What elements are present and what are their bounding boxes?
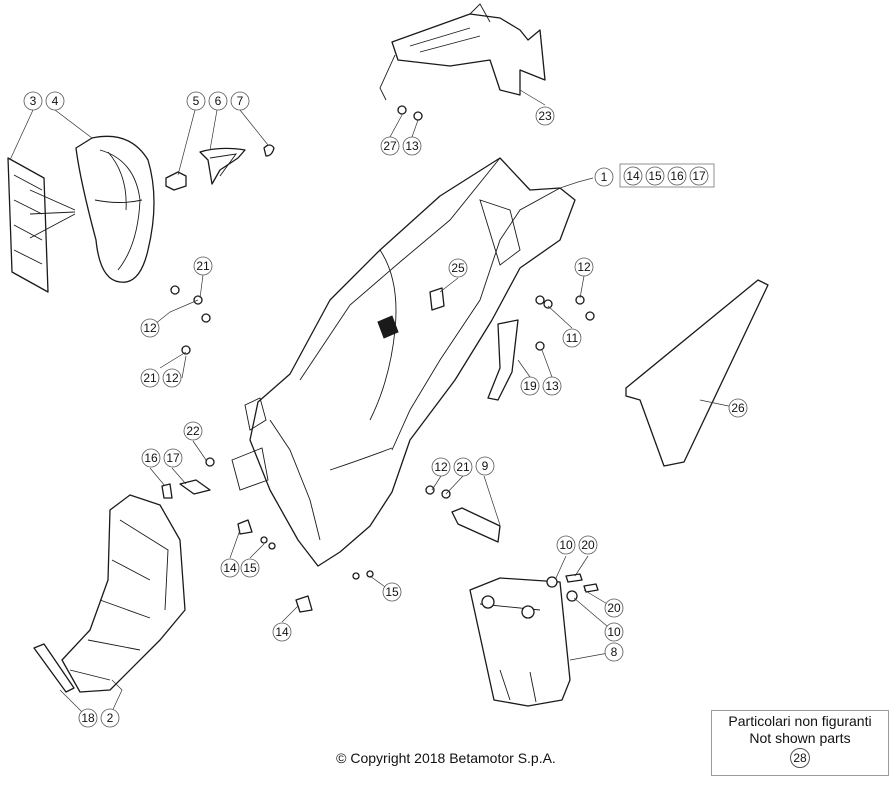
callout-7-label: 7 <box>237 94 244 108</box>
callout-25: 25 <box>448 258 468 278</box>
callout-18-label: 18 <box>81 711 95 725</box>
callout-14-b-label: 14 <box>275 625 289 639</box>
callout-7: 7 <box>230 91 250 111</box>
callout-6-label: 6 <box>215 94 222 108</box>
callout-20-a: 20 <box>578 535 598 555</box>
callout-12-d-label: 12 <box>434 460 448 474</box>
callout-23: 23 <box>535 106 555 126</box>
number-plate-assembly <box>7 135 155 293</box>
callout-22: 22 <box>183 421 203 441</box>
callout-17-b-label: 17 <box>692 169 706 183</box>
callout-13-b-label: 13 <box>545 379 559 393</box>
callout-14-c: 14 <box>623 166 643 186</box>
callout-25-label: 25 <box>451 261 465 275</box>
callout-3: 3 <box>23 91 43 111</box>
callout-12-d: 12 <box>431 457 451 477</box>
side-number-board <box>625 279 769 467</box>
callout-12-c-label: 12 <box>577 260 591 274</box>
callout-9: 9 <box>475 456 495 476</box>
callout-group-box <box>619 163 715 188</box>
callout-26: 26 <box>728 398 748 418</box>
callout-17-a-label: 17 <box>166 451 180 465</box>
callout-23-label: 23 <box>538 109 552 123</box>
filter-bellows <box>33 494 186 693</box>
copyright-notice: © Copyright 2018 Betamotor S.p.A. <box>336 750 556 766</box>
callout-20-a-label: 20 <box>581 538 595 552</box>
callout-16-a-label: 16 <box>144 451 158 465</box>
callout-14-a: 14 <box>220 558 240 578</box>
callout-13-a: 13 <box>402 136 422 156</box>
clip-parts <box>165 144 275 191</box>
callout-21-c: 21 <box>453 457 473 477</box>
callout-21-b-label: 21 <box>143 371 157 385</box>
callout-10-b-label: 10 <box>607 625 621 639</box>
callout-19-label: 19 <box>523 379 537 393</box>
callout-6: 6 <box>208 91 228 111</box>
callout-11-label: 11 <box>566 331 579 345</box>
callout-15-c-label: 15 <box>648 169 662 183</box>
callout-5-label: 5 <box>193 94 200 108</box>
callout-16-b-label: 16 <box>670 169 684 183</box>
callout-9-label: 9 <box>482 459 489 473</box>
callout-26-label: 26 <box>731 401 745 415</box>
callout-12-b: 12 <box>162 368 182 388</box>
callout-20-b: 20 <box>604 598 624 618</box>
callout-1-label: 1 <box>601 170 608 184</box>
callout-4-label: 4 <box>52 94 59 108</box>
callout-21-a: 21 <box>193 256 213 276</box>
callout-2-label: 2 <box>107 711 114 725</box>
callout-15-b: 15 <box>382 582 402 602</box>
callout-10-a: 10 <box>556 535 576 555</box>
callout-3-label: 3 <box>30 94 37 108</box>
callout-22-label: 22 <box>186 424 200 438</box>
callout-4: 4 <box>45 91 65 111</box>
callout-27-label: 27 <box>383 139 397 153</box>
callout-8: 8 <box>604 642 624 662</box>
callout-14-b: 14 <box>272 622 292 642</box>
not-shown-parts-box: Particolari non figuranti Not shown part… <box>711 710 889 776</box>
callout-14-a-label: 14 <box>223 561 237 575</box>
airbox-side-panel <box>231 157 576 567</box>
callout-17-a: 17 <box>163 448 183 468</box>
callout-21-a-label: 21 <box>196 259 210 273</box>
callout-10-b: 10 <box>604 622 624 642</box>
callout-21-c-label: 21 <box>456 460 470 474</box>
callout-13-b: 13 <box>542 376 562 396</box>
callout-19: 19 <box>520 376 540 396</box>
callout-15-b-label: 15 <box>385 585 399 599</box>
callout-8-label: 8 <box>611 645 618 659</box>
callout-16-a: 16 <box>141 448 161 468</box>
callout-1: 1 <box>594 167 614 187</box>
callout-12-a-label: 12 <box>143 321 157 335</box>
callout-13-a-label: 13 <box>405 139 419 153</box>
not-shown-italian: Particolari non figuranti <box>728 713 872 729</box>
callout-11: 11 <box>562 328 582 348</box>
exhaust-guard <box>469 577 571 707</box>
callout-10-a-label: 10 <box>559 538 573 552</box>
callout-12-c: 12 <box>574 257 594 277</box>
callout-12-b-label: 12 <box>165 371 179 385</box>
callout-15-c: 15 <box>645 166 665 186</box>
callout-17-b: 17 <box>689 166 709 186</box>
rear-bracket <box>379 3 546 101</box>
callout-27: 27 <box>380 136 400 156</box>
callout-15-a-label: 15 <box>243 561 257 575</box>
callout-16-b: 16 <box>667 166 687 186</box>
callout-15-a: 15 <box>240 558 260 578</box>
callout-12-a: 12 <box>140 318 160 338</box>
callout-14-c-label: 14 <box>626 169 640 183</box>
callout-21-b: 21 <box>140 368 160 388</box>
not-shown-english: Not shown parts <box>749 730 851 746</box>
callout-2: 2 <box>100 708 120 728</box>
callout-5: 5 <box>186 91 206 111</box>
callout-20-b-label: 20 <box>607 601 621 615</box>
callout-18: 18 <box>78 708 98 728</box>
callout-28-label: 28 <box>790 748 810 768</box>
